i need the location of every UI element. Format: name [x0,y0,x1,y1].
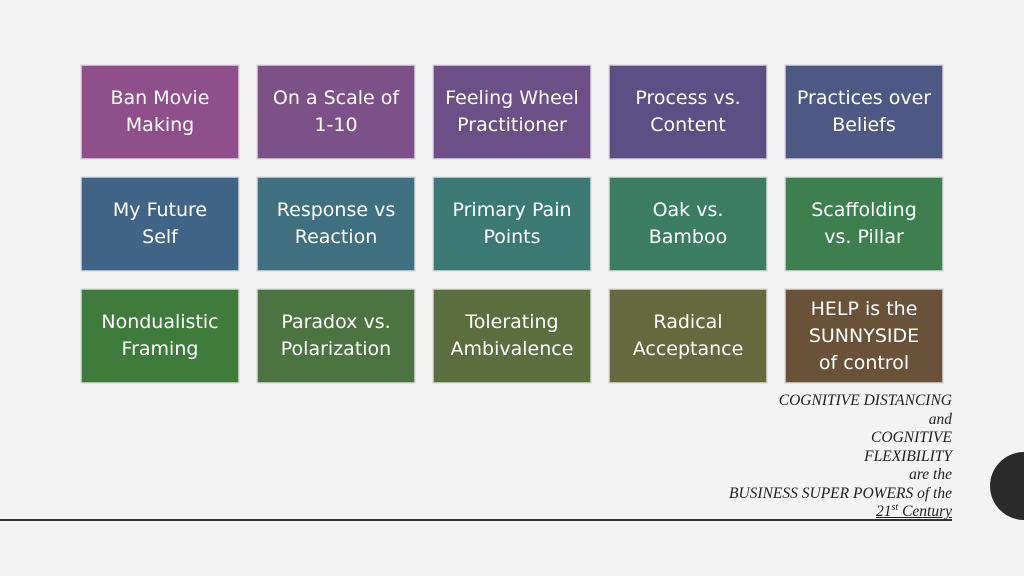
tile-nondualistic-framing[interactable]: Nondualistic Framing [81,289,239,383]
tile-ban-movie-making[interactable]: Ban Movie Making [81,65,239,159]
tile-paradox-vs-polarization[interactable]: Paradox vs. Polarization [257,289,415,383]
tile-scaffolding-vs-pillar[interactable]: Scaffolding vs. Pillar [785,177,943,271]
caption-line: 21st Century [632,501,952,522]
tile-process-vs-content[interactable]: Process vs. Content [609,65,767,159]
tile-oak-vs-bamboo[interactable]: Oak vs. Bamboo [609,177,767,271]
caption-emphasis: BUSINESS SUPER POWERS [729,484,914,502]
tile-help-sunnyside[interactable]: HELP is the SUNNYSIDE of control [785,289,943,383]
tile-response-vs-reaction[interactable]: Response vs Reaction [257,177,415,271]
caption-line: COGNITIVE DISTANCING [778,392,952,409]
caption-text: Century [898,503,952,520]
caption-text: 21 [876,503,892,520]
caption-text: of the [913,484,952,502]
tile-primary-pain-points[interactable]: Primary Pain Points [433,177,591,271]
caption-line: BUSINESS SUPER POWERS of the [632,485,952,504]
tile-on-a-scale[interactable]: On a Scale of 1-10 [257,65,415,159]
caption-superscript: st [891,501,899,513]
tile-tolerating-ambivalence[interactable]: Tolerating Ambivalence [433,289,591,383]
caption-line: COGNITIVE [871,429,952,446]
tile-radical-acceptance[interactable]: Radical Acceptance [609,289,767,383]
caption-line: FLEXIBILITY [864,447,952,465]
decorative-circle [990,452,1024,520]
divider-line [0,519,952,521]
tile-feeling-wheel[interactable]: Feeling Wheel Practitioner [433,65,591,159]
tile-practices-over-beliefs[interactable]: Practices over Beliefs [785,65,943,159]
closing-statement: COGNITIVE DISTANCING and COGNITIVE FLEXI… [632,392,952,522]
caption-line: and [928,410,952,428]
tile-my-future-self[interactable]: My Future Self [81,177,239,271]
caption-line: are the [909,466,952,483]
